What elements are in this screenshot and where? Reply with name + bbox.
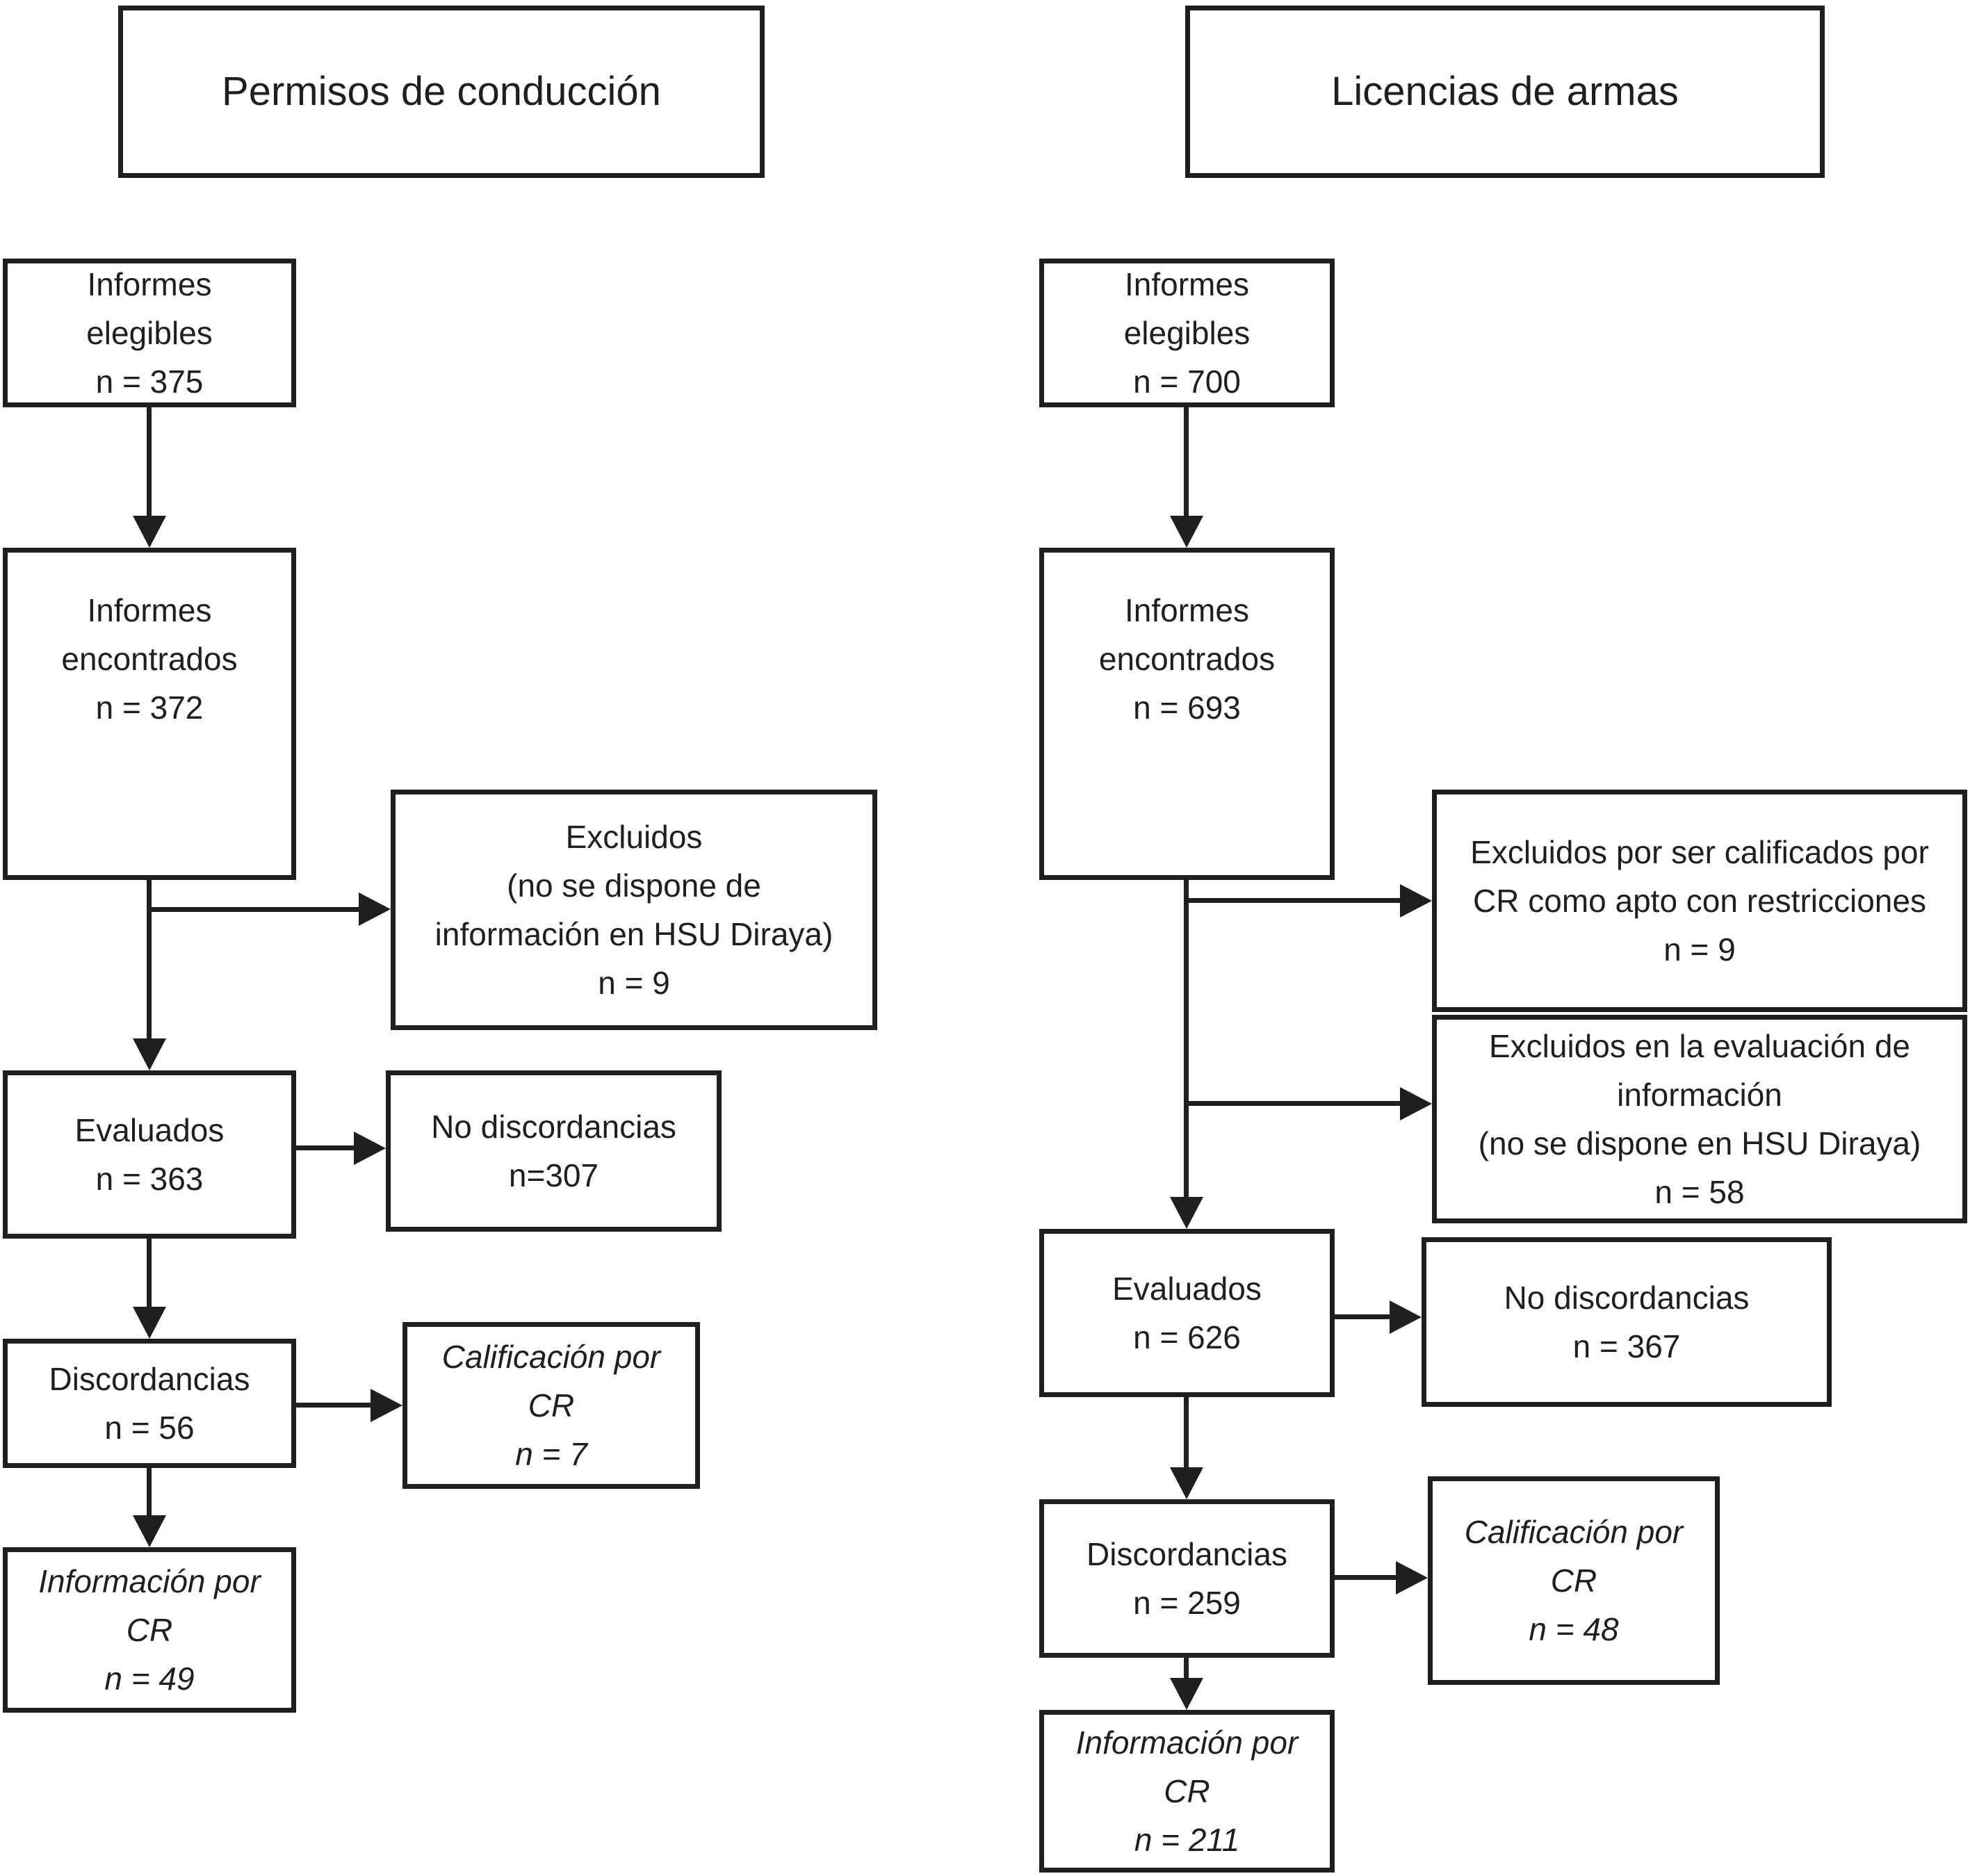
arrowhead-down-icon bbox=[133, 1307, 166, 1339]
node-right-evaluados: Evaluados n = 626 bbox=[1039, 1229, 1335, 1397]
node-right-informacion-por-cr: Información por CR n = 211 bbox=[1039, 1710, 1335, 1873]
arrowhead-down-icon bbox=[133, 1515, 166, 1547]
arrowhead-down-icon bbox=[1170, 516, 1203, 548]
connector-left-encontrados-to-evaluados bbox=[147, 880, 152, 1041]
connector-left-evaluados-to-no-discordancias bbox=[296, 1145, 354, 1150]
arrowhead-down-icon bbox=[133, 1038, 166, 1070]
arrowhead-right-icon bbox=[1390, 1300, 1422, 1334]
connector-right-evaluados-to-no-discordancias bbox=[1335, 1314, 1390, 1319]
node-right-excluidos-restricciones: Excluidos por ser calificados por CR com… bbox=[1432, 790, 1967, 1012]
node-right-discordancias: Discordancias n = 259 bbox=[1039, 1499, 1335, 1658]
connector-right-encontrados-to-evaluados bbox=[1184, 880, 1189, 1197]
column-title-licencias-armas: Licencias de armas bbox=[1185, 6, 1825, 178]
connector-right-discordancias-to-informacion bbox=[1184, 1658, 1189, 1679]
arrowhead-right-icon bbox=[371, 1389, 402, 1422]
connector-left-elegibles-to-encontrados bbox=[147, 407, 152, 519]
arrowhead-down-icon bbox=[133, 516, 166, 548]
node-left-discordancias: Discordancias n = 56 bbox=[3, 1339, 296, 1468]
connector-right-evaluados-to-discordancias bbox=[1184, 1397, 1189, 1467]
connector-left-evaluados-to-discordancias bbox=[147, 1239, 152, 1308]
connector-right-branch-to-excluidos-restricciones bbox=[1184, 898, 1400, 903]
arrowhead-right-icon bbox=[1400, 884, 1432, 917]
connector-left-branch-to-excluidos bbox=[147, 907, 359, 912]
arrowhead-down-icon bbox=[1170, 1467, 1203, 1499]
node-left-informacion-por-cr: Información por CR n = 49 bbox=[3, 1547, 296, 1713]
arrowhead-down-icon bbox=[1170, 1197, 1203, 1229]
node-left-excluidos-sin-informacion: Excluidos (no se dispone de información … bbox=[391, 790, 877, 1030]
node-right-informes-elegibles: Informes elegibles n = 700 bbox=[1039, 259, 1335, 407]
node-left-informes-elegibles: Informes elegibles n = 375 bbox=[3, 259, 296, 407]
node-right-informes-encontrados: Informes encontrados n = 693 bbox=[1039, 548, 1335, 880]
connector-right-discordancias-to-calificacion bbox=[1335, 1575, 1396, 1580]
arrowhead-down-icon bbox=[1170, 1678, 1203, 1710]
connector-left-discordancias-to-informacion bbox=[147, 1468, 152, 1517]
arrowhead-right-icon bbox=[354, 1132, 386, 1165]
node-right-calificacion-por-cr: Calificación por CR n = 48 bbox=[1428, 1476, 1720, 1685]
arrowhead-right-icon bbox=[1400, 1087, 1432, 1120]
connector-right-branch-to-excluidos-evaluacion bbox=[1184, 1101, 1400, 1106]
arrowhead-right-icon bbox=[1396, 1561, 1428, 1594]
node-left-informes-encontrados: Informes encontrados n = 372 bbox=[3, 548, 296, 880]
connector-right-elegibles-to-encontrados bbox=[1184, 407, 1189, 519]
node-left-no-discordancias: No discordancias n=307 bbox=[386, 1070, 722, 1232]
node-left-calificacion-por-cr: Calificación por CR n = 7 bbox=[402, 1322, 700, 1489]
column-title-permisos-conduccion: Permisos de conducción bbox=[118, 6, 765, 178]
arrowhead-right-icon bbox=[359, 892, 391, 926]
node-right-no-discordancias: No discordancias n = 367 bbox=[1422, 1237, 1832, 1407]
connector-left-discordancias-to-calificacion bbox=[296, 1403, 371, 1408]
node-right-excluidos-evaluacion-informacion: Excluidos en la evaluación de informació… bbox=[1432, 1015, 1967, 1223]
node-left-evaluados: Evaluados n = 363 bbox=[3, 1070, 296, 1239]
